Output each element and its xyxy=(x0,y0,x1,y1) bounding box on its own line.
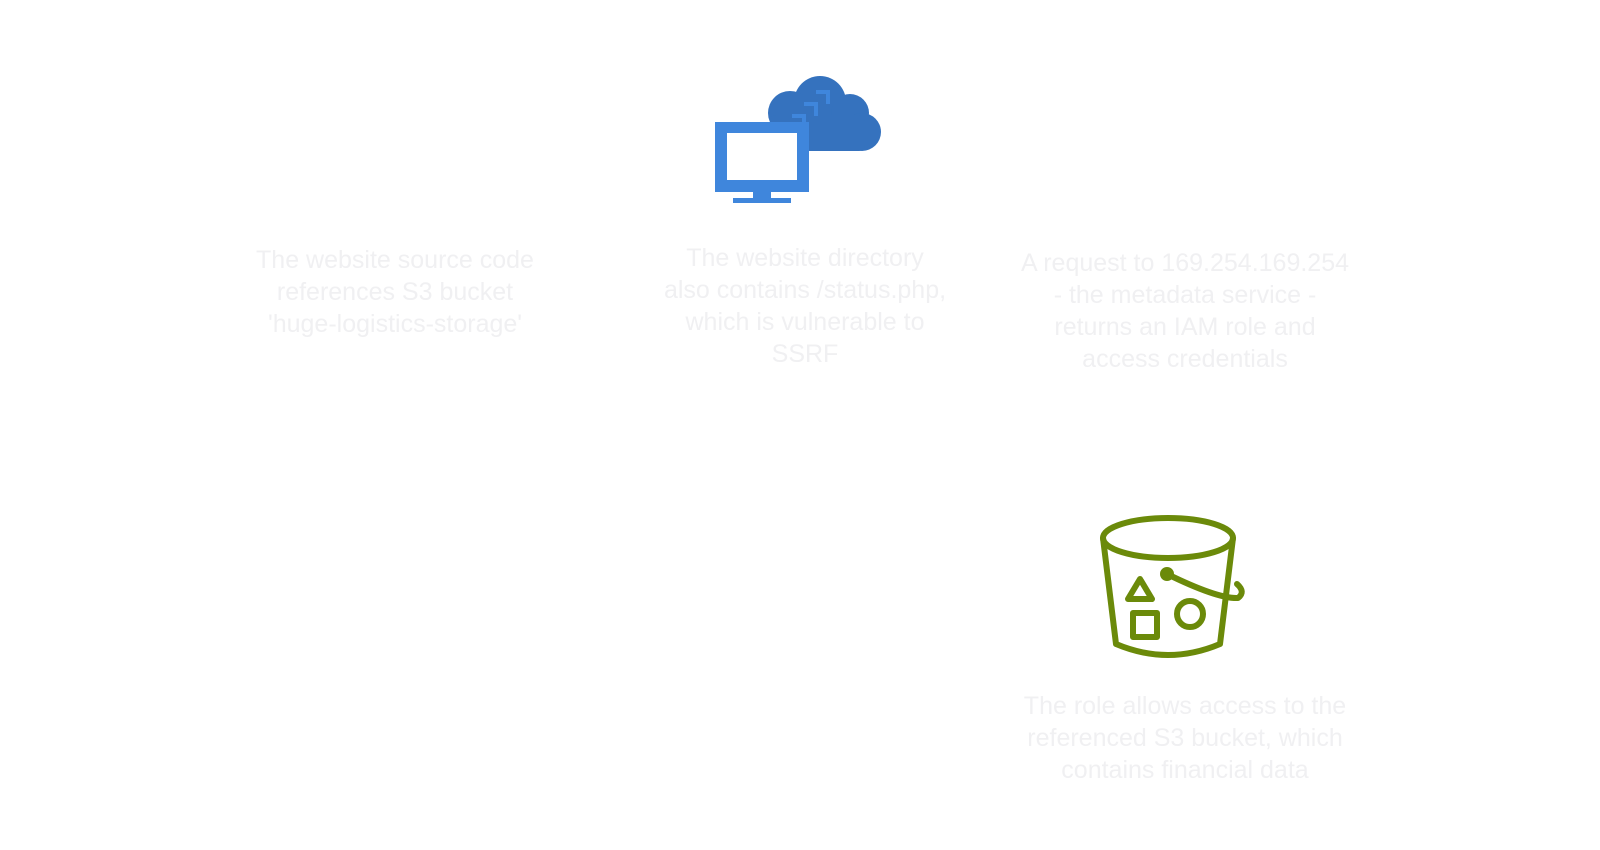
caption-role-bucket-access: The role allows access to the referenced… xyxy=(1023,692,1347,784)
s3-bucket-icon xyxy=(1098,514,1258,674)
caption-ssrf-status-php: The website directory also contains /sta… xyxy=(663,244,947,368)
caption-metadata-service: A request to 169.254.169.254 - the metad… xyxy=(1020,249,1350,373)
cloud-monitor-icon xyxy=(715,60,895,210)
caption-s3-bucket-reference: The website source code references S3 bu… xyxy=(256,246,534,338)
